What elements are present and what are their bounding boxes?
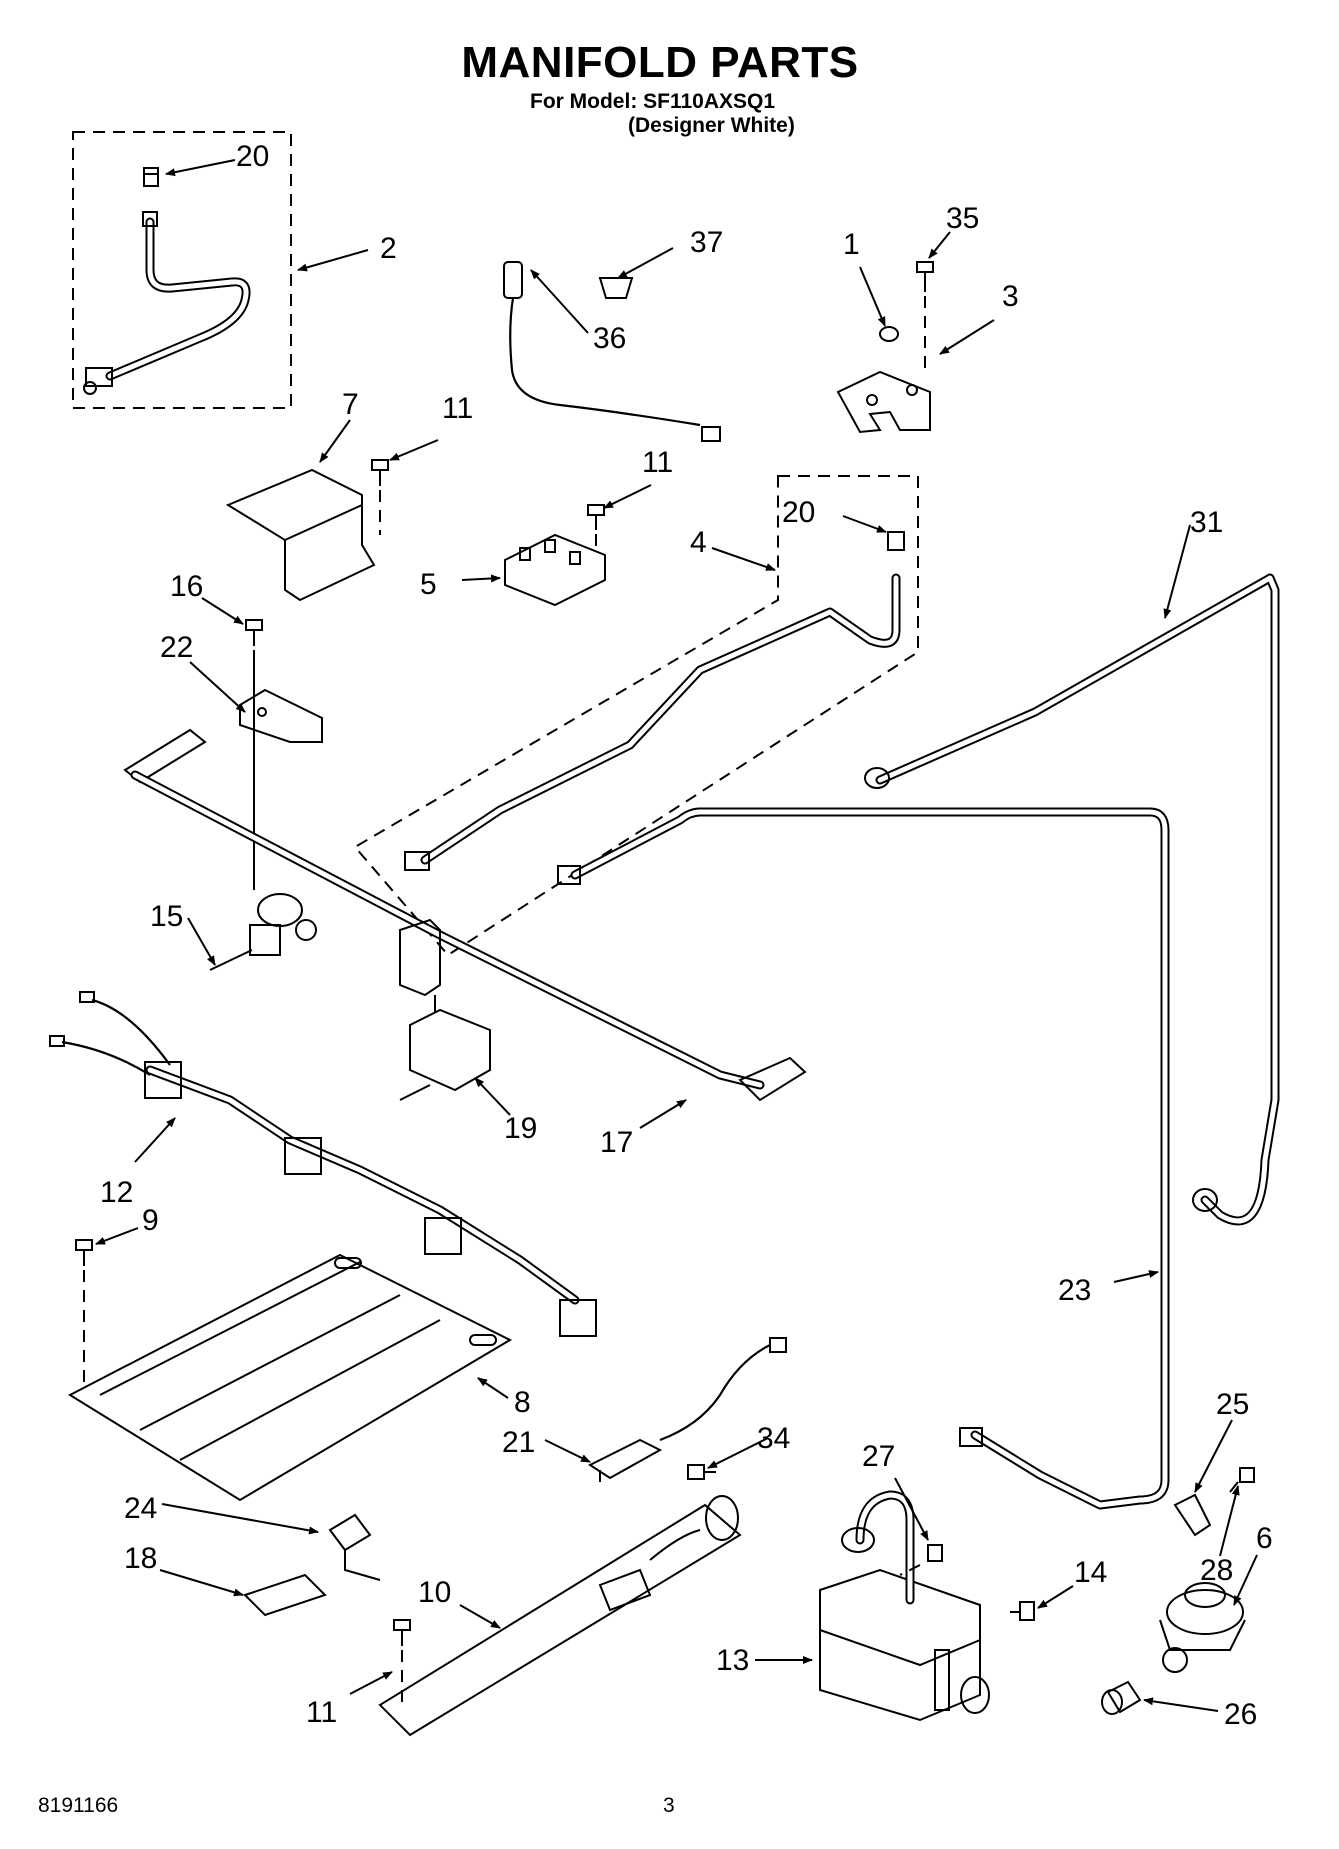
callout-9: 9 xyxy=(142,1204,159,1237)
callout-5: 5 xyxy=(420,568,437,601)
leader-lines xyxy=(95,159,1258,1712)
callout-13: 13 xyxy=(716,1644,749,1677)
callout-2: 2 xyxy=(380,232,397,265)
part-3-bracket xyxy=(836,370,931,434)
doc-number: 8191166 xyxy=(38,1794,119,1817)
callout-36: 36 xyxy=(593,322,626,355)
callout-27: 27 xyxy=(862,1440,895,1473)
callout-6: 6 xyxy=(1256,1522,1273,1555)
part-6-regulator xyxy=(1159,1582,1246,1673)
part-20-fitting-right xyxy=(887,531,905,551)
part-27-screw xyxy=(899,1544,943,1576)
model-line: For Model: SF110AXSQ1 xyxy=(530,90,776,113)
part-4-tube xyxy=(404,573,901,871)
variant-line: (Designer White) xyxy=(628,114,795,137)
page-number: 3 xyxy=(663,1794,675,1817)
part-17-manifold-pipe xyxy=(123,728,807,1102)
callout-11-lower: 11 xyxy=(306,1696,337,1729)
callout-4: 4 xyxy=(690,526,707,559)
part-21-igniter xyxy=(587,1337,787,1482)
part-2-group-box xyxy=(72,131,292,409)
part-22-bracket xyxy=(239,688,323,743)
part-14-screw xyxy=(1010,1601,1035,1621)
callout-1: 1 xyxy=(843,228,860,261)
part-24-bracket xyxy=(328,1513,381,1581)
callout-16: 16 xyxy=(170,570,203,603)
callout-35: 35 xyxy=(946,202,979,235)
callout-20-right: 20 xyxy=(782,496,815,529)
callout-17: 17 xyxy=(600,1126,633,1159)
part-10-burner-tube xyxy=(378,1495,742,1737)
callout-12: 12 xyxy=(100,1176,133,1209)
part-4-group-outline xyxy=(353,475,919,957)
callout-22: 22 xyxy=(160,631,193,664)
callout-15: 15 xyxy=(150,900,183,933)
callout-37: 37 xyxy=(690,226,723,259)
callout-14: 14 xyxy=(1074,1556,1107,1589)
part-13-burner-base xyxy=(819,1490,990,1722)
part-11-screw-a xyxy=(371,459,389,535)
part-34-screw xyxy=(687,1464,716,1480)
callout-18: 18 xyxy=(124,1542,157,1575)
callout-19: 19 xyxy=(504,1112,537,1145)
callout-8: 8 xyxy=(514,1386,531,1419)
callout-11-upper: 11 xyxy=(442,392,473,425)
callout-26: 26 xyxy=(1224,1698,1257,1731)
callout-31: 31 xyxy=(1190,506,1223,539)
part-18-clip xyxy=(243,1573,327,1617)
part-9-screw xyxy=(75,1239,93,1385)
part-12-harness xyxy=(49,991,597,1337)
part-8-shield-plate xyxy=(67,1253,513,1502)
callout-7: 7 xyxy=(342,388,359,421)
callout-34: 34 xyxy=(757,1422,790,1455)
part-7-cover xyxy=(225,468,376,602)
callout-23: 23 xyxy=(1058,1274,1091,1307)
part-1-nut xyxy=(879,326,899,342)
part-5-terminal-block xyxy=(504,533,606,607)
callout-28: 28 xyxy=(1200,1554,1233,1587)
part-35-screw xyxy=(916,261,934,370)
part-28-screw xyxy=(1229,1467,1255,1493)
part-20-fitting-top xyxy=(143,167,159,187)
part-11-screw-c xyxy=(393,1619,411,1705)
part-16-screw xyxy=(245,619,263,890)
part-23-tube xyxy=(557,807,1170,1510)
part-37-clip xyxy=(598,277,634,299)
part-31-tube xyxy=(864,573,1280,1226)
callout-11-middle: 11 xyxy=(642,446,673,479)
callout-3: 3 xyxy=(1002,280,1019,313)
callout-24: 24 xyxy=(124,1492,157,1525)
part-36-wire-sensor xyxy=(503,261,721,442)
page-title: MANIFOLD PARTS xyxy=(461,38,859,87)
part-19-thermostat xyxy=(399,918,491,1101)
part-25-bracket xyxy=(1173,1493,1212,1537)
callout-21: 21 xyxy=(502,1426,535,1459)
callout-10: 10 xyxy=(418,1576,451,1609)
callout-25: 25 xyxy=(1216,1388,1249,1421)
callout-20-top: 20 xyxy=(236,140,269,173)
part-2-tube xyxy=(83,211,251,395)
part-15-valve xyxy=(209,893,317,971)
part-11-screw-b xyxy=(587,504,605,552)
part-26-fitting xyxy=(1101,1680,1142,1715)
